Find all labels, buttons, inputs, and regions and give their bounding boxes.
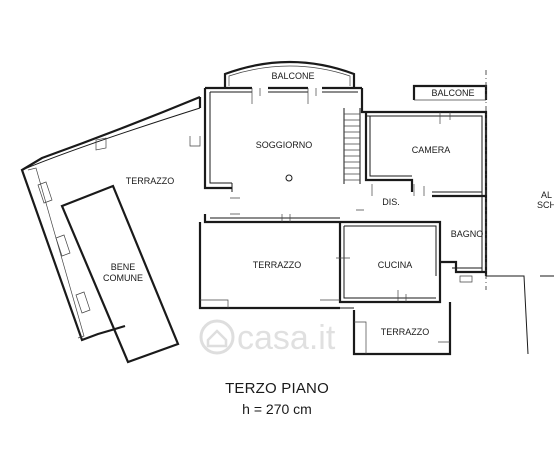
- adjoining-area: [485, 70, 554, 355]
- label-balcone-right: BALCONE: [431, 88, 474, 98]
- apartment-walls: [198, 60, 488, 356]
- watermark-text: casa.it: [237, 319, 336, 357]
- label-cucina: CUCINA: [378, 260, 413, 270]
- label-other-2: SCH: [537, 200, 554, 210]
- label-soggiorno: SOGGIORNO: [256, 140, 313, 150]
- label-terrazzo-left: TERRAZZO: [126, 176, 175, 186]
- label-bagno: BAGNO: [451, 229, 484, 239]
- floor-title: TERZO PIANO: [225, 380, 329, 397]
- label-terrazzo-center: TERRAZZO: [253, 260, 302, 270]
- ceiling-height: h = 270 cm: [242, 401, 312, 417]
- watermark: casa.it: [199, 319, 336, 357]
- label-other-1: AL: [541, 190, 552, 200]
- label-camera: CAMERA: [412, 145, 451, 155]
- label-terrazzo-bottom: TERRAZZO: [381, 327, 430, 337]
- label-bene-comune-1: BENE: [111, 262, 136, 272]
- light-fixture-icon: [285, 174, 293, 182]
- label-balcone-top: BALCONE: [271, 71, 314, 81]
- bene-comune-area: [60, 184, 180, 364]
- staircase: [343, 108, 361, 184]
- terrazzo-left-outline: [20, 95, 202, 342]
- label-dis: DIS.: [382, 197, 400, 207]
- label-bene-comune-2: COMUNE: [103, 273, 143, 283]
